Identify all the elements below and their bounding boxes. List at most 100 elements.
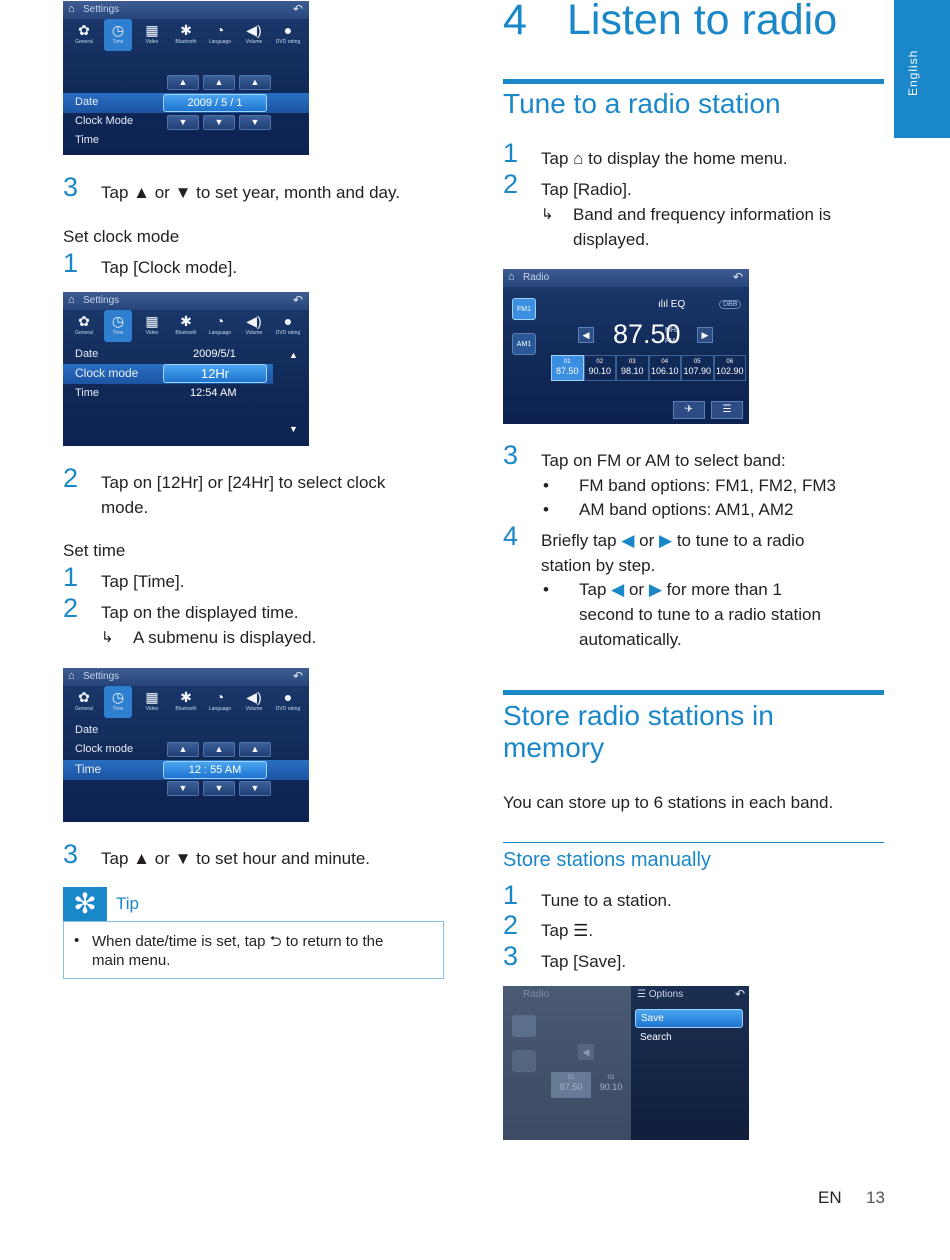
back-icon: ↶ bbox=[292, 293, 303, 307]
favorite-button: ✈ bbox=[673, 401, 705, 419]
screen-title: Radio bbox=[523, 272, 550, 283]
home-icon: ⌂ bbox=[508, 271, 515, 283]
step-number: 1 bbox=[63, 248, 79, 278]
options-title: ☰ Options bbox=[637, 989, 684, 1000]
time-label: Time bbox=[75, 134, 100, 146]
settings-icon-row: ✿General ◷Time ▦Video ✱Bluetooth ◔Langua… bbox=[63, 310, 309, 342]
dimmed-band-button bbox=[512, 1050, 536, 1072]
frequency-display: 87.50 bbox=[613, 319, 681, 349]
step-number: 1 bbox=[63, 562, 79, 592]
language-side-tab-label: English bbox=[906, 49, 920, 96]
save-option: Save bbox=[635, 1009, 743, 1028]
bullet-text-continued: automatically. bbox=[579, 630, 682, 649]
step-number: 3 bbox=[63, 839, 79, 869]
back-icon: ↶ bbox=[292, 2, 303, 16]
section-heading: Tune to a radio station bbox=[503, 88, 781, 119]
date-value-field: 2009 / 5 / 1 bbox=[163, 94, 267, 112]
bullet-text: AM band options: AM1, AM2 bbox=[579, 500, 794, 519]
clock-mode-label: Clock mode bbox=[75, 743, 134, 755]
tip-bullet: • bbox=[74, 932, 80, 949]
step-number: 4 bbox=[503, 521, 519, 551]
time-label: Time bbox=[75, 387, 100, 399]
step-text: Tap [Save]. bbox=[541, 952, 627, 971]
down-arrow-button: ▼ bbox=[239, 115, 271, 130]
step-text: Tap ▲ or ▼ to set year, month and day. bbox=[101, 183, 400, 202]
subsection-heading: Store stations manually bbox=[503, 849, 711, 871]
dbb-badge: DBB bbox=[719, 300, 742, 309]
footer-language: EN bbox=[818, 1188, 842, 1207]
date-label: Date bbox=[75, 724, 99, 736]
section-heading: Set time bbox=[63, 541, 126, 560]
time-value: 12:54 AM bbox=[190, 387, 237, 399]
section-heading: Set clock mode bbox=[63, 227, 180, 246]
screen-title: Settings bbox=[83, 671, 120, 682]
language-icon: ◔Language bbox=[208, 689, 232, 712]
screen-topbar: ⌂ Settings ↶ bbox=[63, 668, 309, 686]
list-menu-icon: ☰ bbox=[573, 921, 589, 940]
time-icon: ◷Time bbox=[104, 686, 132, 718]
down-arrow-button: ▼ bbox=[203, 115, 235, 130]
up-arrow-button: ▲ bbox=[167, 742, 199, 757]
tip-text: When date/time is set, tap ⮌ to return t… bbox=[92, 933, 384, 969]
dvd-rating-icon: ●DVD rating bbox=[275, 689, 301, 712]
step-result-continued: displayed. bbox=[573, 230, 650, 249]
result-arrow-icon: ↳ bbox=[101, 629, 114, 646]
date-label: Date bbox=[75, 348, 99, 360]
language-side-tab: English bbox=[894, 0, 950, 138]
step-text: Tap [Clock mode]. bbox=[101, 258, 238, 277]
bluetooth-icon: ✱Bluetooth bbox=[175, 313, 197, 336]
tune-left-button: ◀ bbox=[578, 327, 594, 343]
volume-icon: ◀)Volume bbox=[245, 689, 263, 712]
step-text: Tap ☰. bbox=[541, 921, 594, 940]
dvd-rating-icon: ●DVD rating bbox=[275, 313, 301, 336]
right-arrow-icon: ▶ bbox=[659, 531, 673, 550]
settings-icon-row: ✿General ◷Time ▦Video ✱Bluetooth ◔Langua… bbox=[63, 19, 309, 51]
screen-topbar: ⌂ Settings ↶ bbox=[63, 292, 309, 310]
up-arrow-button: ▲ bbox=[239, 742, 271, 757]
date-label: Date bbox=[75, 96, 99, 108]
result-arrow-icon: ↳ bbox=[541, 206, 554, 223]
step-text-continued: station by step. bbox=[541, 556, 656, 575]
up-arrow-icon: ▲ bbox=[133, 183, 150, 202]
up-arrow-button: ▲ bbox=[203, 742, 235, 757]
heading-rule bbox=[503, 690, 884, 695]
video-icon: ▦Video bbox=[145, 689, 159, 712]
left-arrow-icon: ◀ bbox=[621, 531, 635, 550]
right-arrow-icon: ▶ bbox=[648, 580, 662, 599]
step-text: Tap [Radio]. bbox=[541, 180, 632, 199]
language-icon: ◔Language bbox=[208, 22, 232, 45]
radio-screenshot: ⌂ Radio ↶ FM1 AM1 ılıl EQ DBB ◀ 87.50 MH… bbox=[503, 269, 749, 424]
bullet-icon: • bbox=[543, 500, 549, 519]
up-arrow-button: ▲ bbox=[167, 75, 199, 90]
screen-title: Settings bbox=[83, 4, 120, 15]
settings-time-screenshot: ⌂ Settings ↶ ✿General ◷Time ▦Video ✱Blue… bbox=[63, 668, 309, 822]
tip-box: • When date/time is set, tap ⮌ to return… bbox=[63, 921, 444, 979]
back-icon: ↶ bbox=[292, 669, 303, 683]
general-icon: ✿General bbox=[75, 689, 93, 712]
down-arrow-icon: ▼ bbox=[174, 183, 192, 202]
dimmed-band-button bbox=[512, 1015, 536, 1037]
step-number: 1 bbox=[503, 880, 519, 910]
video-icon: ▦Video bbox=[145, 313, 159, 336]
home-icon: ⌂ bbox=[68, 670, 75, 682]
volume-icon: ◀)Volume bbox=[245, 313, 263, 336]
bullet-text-continued: second to tune to a radio station bbox=[579, 605, 821, 624]
band-am1-button: AM1 bbox=[512, 333, 536, 355]
date-value: 2009/5/1 bbox=[193, 348, 236, 360]
step-number: 2 bbox=[63, 593, 79, 623]
home-icon: ⌂ bbox=[68, 294, 75, 306]
chapter-number: 4 bbox=[503, 0, 527, 44]
step-text: Tap ▲ or ▼ to set hour and minute. bbox=[101, 849, 371, 868]
search-option: Search bbox=[640, 1032, 672, 1043]
step-number: 1 bbox=[503, 138, 519, 168]
intro-text: You can store up to 6 stations in each b… bbox=[503, 793, 834, 812]
screen-topbar: ⌂ Settings ↶ bbox=[63, 1, 309, 19]
settings-icon-row: ✿General ◷Time ▦Video ✱Bluetooth ◔Langua… bbox=[63, 686, 309, 718]
